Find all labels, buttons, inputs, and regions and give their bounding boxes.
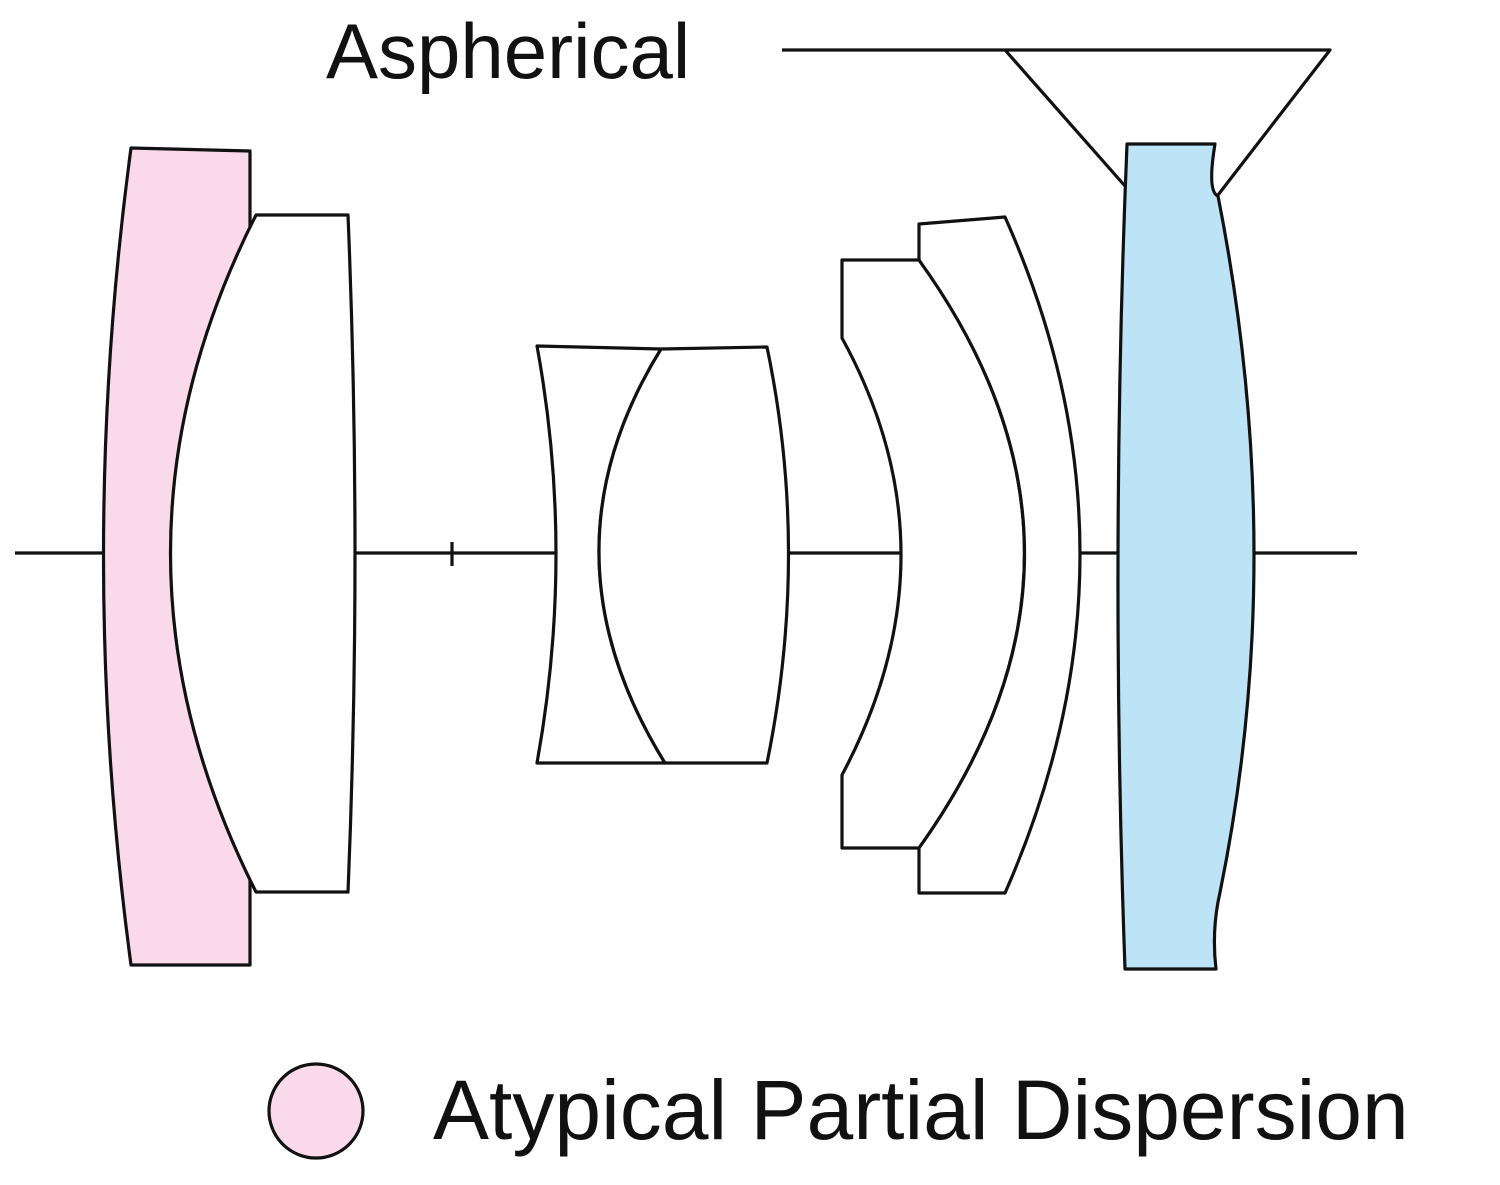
aspherical-callout-lines	[782, 48, 1332, 196]
rear-aspherical-element	[1116, 142, 1256, 971]
aspherical-label: Aspherical	[326, 7, 691, 95]
legend-swatch	[267, 1062, 365, 1160]
rear-meniscus-2-element	[917, 215, 1082, 895]
front-convex-element	[168, 213, 357, 894]
legend-label: Atypical Partial Dispersion	[433, 1063, 1409, 1157]
doublet-convex-element	[597, 345, 791, 765]
